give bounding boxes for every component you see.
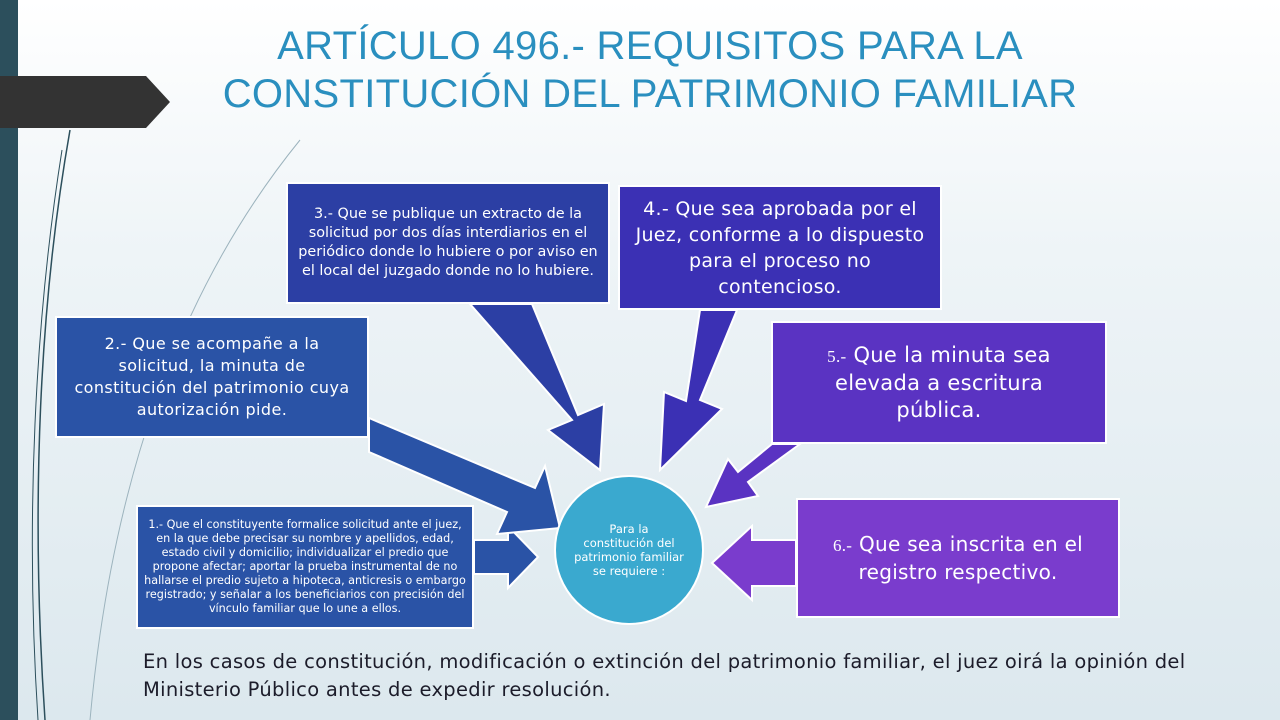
center-text: Para la constitución del patrimonio fami…	[574, 522, 684, 578]
center-circle: Para la constitución del patrimonio fami…	[554, 475, 704, 625]
requirement-5-text: Que la minuta sea elevada a escritura pú…	[834, 342, 1051, 422]
requirement-5-box: 5.- Que la minuta sea elevada a escritur…	[771, 321, 1107, 444]
requirement-1-box: 1.- Que el constituyente formalice solic…	[136, 505, 474, 629]
slide-title-line2: CONSTITUCIÓN DEL PATRIMONIO FAMILIAR	[222, 72, 1078, 116]
requirement-2-text: 2.- Que se acompañe a la solicitud, la m…	[74, 334, 350, 419]
slide-title-line1: ARTÍCULO 496.- REQUISITOS PARA LA	[277, 24, 1023, 68]
requirement-6-text: Que sea inscrita en el registro respecti…	[858, 531, 1084, 584]
slide-title: ARTÍCULO 496.- REQUISITOS PARA LA CONSTI…	[170, 22, 1130, 118]
requirement-6-box: 6.- Que sea inscrita en el registro resp…	[796, 498, 1120, 618]
requirement-5-number: 5.-	[827, 346, 847, 366]
arrow-6	[710, 523, 797, 603]
requirement-1-text: 1.- Que el constituyente formalice solic…	[144, 518, 466, 615]
requirement-2-box: 2.- Que se acompañe a la solicitud, la m…	[55, 316, 369, 438]
requirement-4-text: 4.- Que sea aprobada por el Juez, confor…	[635, 197, 925, 298]
arrow-3	[467, 303, 606, 472]
arrow-5	[704, 443, 804, 509]
requirement-3-text: 3.- Que se publique un extracto de la so…	[298, 206, 598, 279]
arrow-2	[368, 416, 562, 536]
arrow-1	[473, 523, 540, 591]
footer-note: En los casos de constitución, modificaci…	[143, 650, 1186, 701]
requirement-3-box: 3.- Que se publique un extracto de la so…	[286, 182, 610, 304]
requirement-6-number: 6.-	[832, 535, 853, 555]
title-arrow-tab	[0, 76, 170, 128]
requirement-4-box: 4.- Que sea aprobada por el Juez, confor…	[618, 185, 942, 310]
arrow-4	[658, 309, 739, 473]
left-accent-bar	[0, 0, 18, 720]
